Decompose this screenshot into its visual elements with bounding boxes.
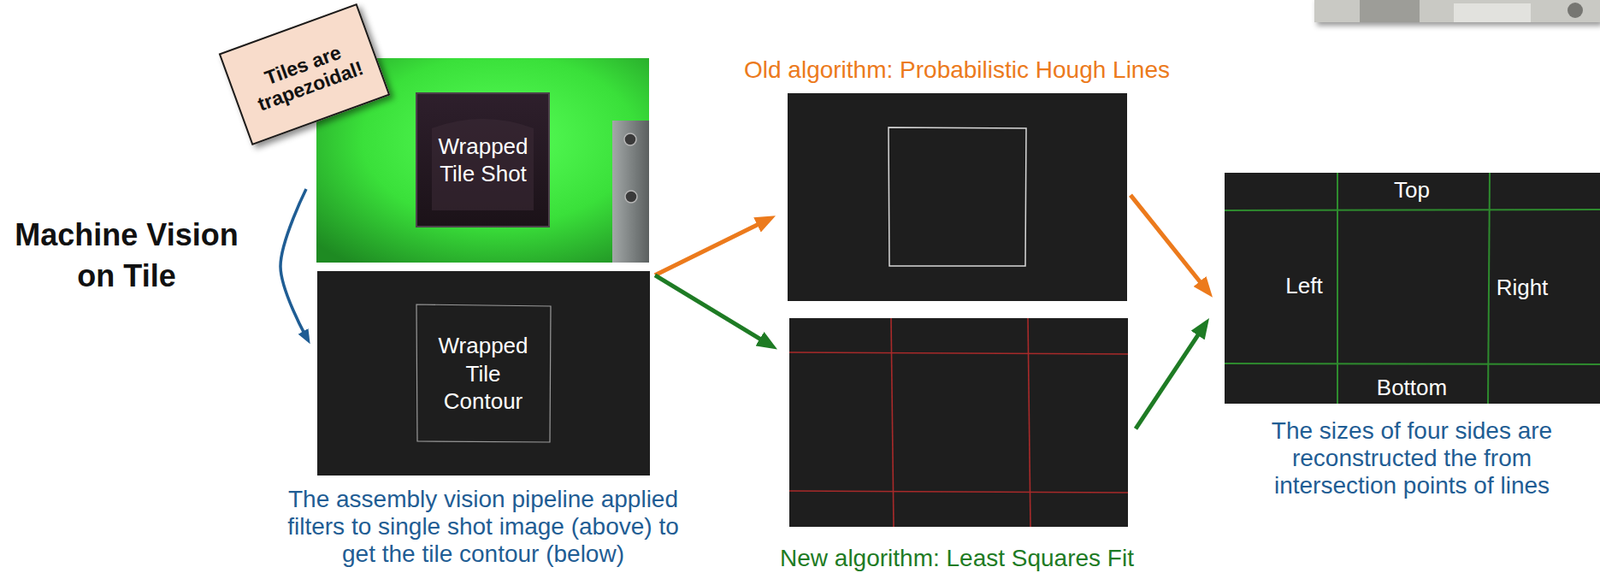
- tile-contour: [416, 304, 551, 443]
- corner-photo: [1314, 0, 1600, 23]
- flow-arrow: [655, 275, 766, 343]
- photo-detail: [1359, 0, 1420, 23]
- side-line: [1224, 209, 1600, 211]
- node-text: New algorithm: Least Squares Fit: [691, 543, 1223, 573]
- hough-panel: Old algorithm: Probabilistic Hough Lines: [787, 93, 1128, 302]
- photo-detail: [1567, 2, 1583, 18]
- side-line: [1224, 363, 1600, 365]
- hough-lines: [888, 127, 1027, 266]
- node-text: Right: [1466, 274, 1578, 302]
- image-ground: [787, 93, 1128, 302]
- flow-arrow: [655, 222, 763, 276]
- flow-arrow: [1135, 330, 1202, 429]
- image-ground: [317, 271, 650, 476]
- least-squares-image: [789, 318, 1128, 527]
- bolt: [625, 190, 638, 203]
- node-text: Wrapped Tile Contour: [432, 331, 534, 416]
- node-text: Wrapped Tile Shot: [432, 132, 534, 189]
- contour-image: [317, 271, 650, 476]
- photo-detail: [1453, 3, 1531, 23]
- least-squares-panel: New algorithm: Least Squares Fit: [789, 318, 1128, 527]
- image-ground: [789, 318, 1128, 527]
- side-heading: Machine Vision on Tile: [8, 214, 245, 298]
- node-text: Old algorithm: Probabilistic Hough Lines: [691, 55, 1223, 85]
- side-line: [1336, 172, 1339, 404]
- node-text: Top: [1356, 177, 1468, 204]
- node-text: Left: [1248, 272, 1360, 300]
- node-text: The assembly vision pipeline applied fil…: [282, 485, 685, 569]
- metal-fixture: [612, 120, 650, 263]
- node-text: Tiles are trapezoidal!: [237, 31, 376, 119]
- callout-note: Tiles are trapezoidal!: [218, 3, 391, 146]
- result-image: [1224, 172, 1600, 404]
- fit-line: [789, 490, 1128, 493]
- photo-ground: [1314, 0, 1600, 23]
- tile-wrap-detail: [431, 118, 534, 211]
- image-ground: [1224, 172, 1600, 404]
- fit-line: [1027, 318, 1031, 527]
- result-panel: TopLeftRightBottomThe sizes of four side…: [1224, 172, 1600, 404]
- fit-line: [789, 352, 1128, 355]
- hough-image: [787, 93, 1128, 302]
- bolt: [624, 133, 637, 146]
- node-text: Bottom: [1356, 374, 1468, 402]
- flow-arrow: [280, 188, 307, 336]
- side-line: [1487, 172, 1490, 404]
- contour-panel: Wrapped Tile ContourThe assembly vision …: [317, 271, 650, 476]
- wrapped-tile: [416, 93, 550, 227]
- flow-arrow: [1130, 194, 1204, 287]
- node-text: The sizes of four sides are reconstructe…: [1253, 417, 1571, 501]
- fit-line: [891, 318, 894, 527]
